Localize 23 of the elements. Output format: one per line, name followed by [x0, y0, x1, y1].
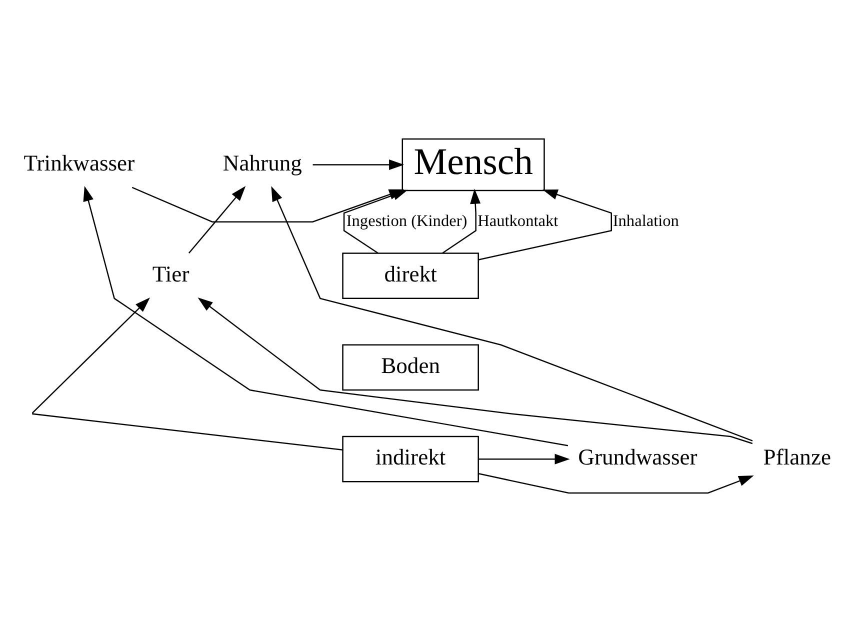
- arrow: [478, 454, 570, 464]
- node-text: Tier: [152, 261, 190, 286]
- arrow: [198, 297, 753, 444]
- node-text: Nahrung: [222, 150, 302, 176]
- node-text: Trinkwasser: [24, 150, 135, 176]
- node-text: Pflanze: [763, 444, 831, 470]
- arrow: [132, 186, 404, 222]
- edge-label: Ingestion (Kinder): [346, 211, 468, 230]
- edge-label: Inhalation: [612, 211, 679, 230]
- arrow: [83, 186, 568, 446]
- arrow: [478, 189, 612, 260]
- arrow: [188, 186, 246, 254]
- arrow: [312, 159, 404, 170]
- node-text: Grundwasser: [578, 444, 698, 470]
- arrow: [32, 298, 343, 451]
- arrow: [271, 186, 753, 442]
- arrow: [478, 473, 754, 494]
- node-box: Mensch: [402, 138, 545, 192]
- edge-label: Hautkontakt: [478, 211, 558, 230]
- node-box: direkt: [342, 252, 479, 300]
- node-box: Boden: [342, 344, 479, 391]
- node-box: indirekt: [342, 436, 479, 482]
- arrow: [442, 188, 481, 254]
